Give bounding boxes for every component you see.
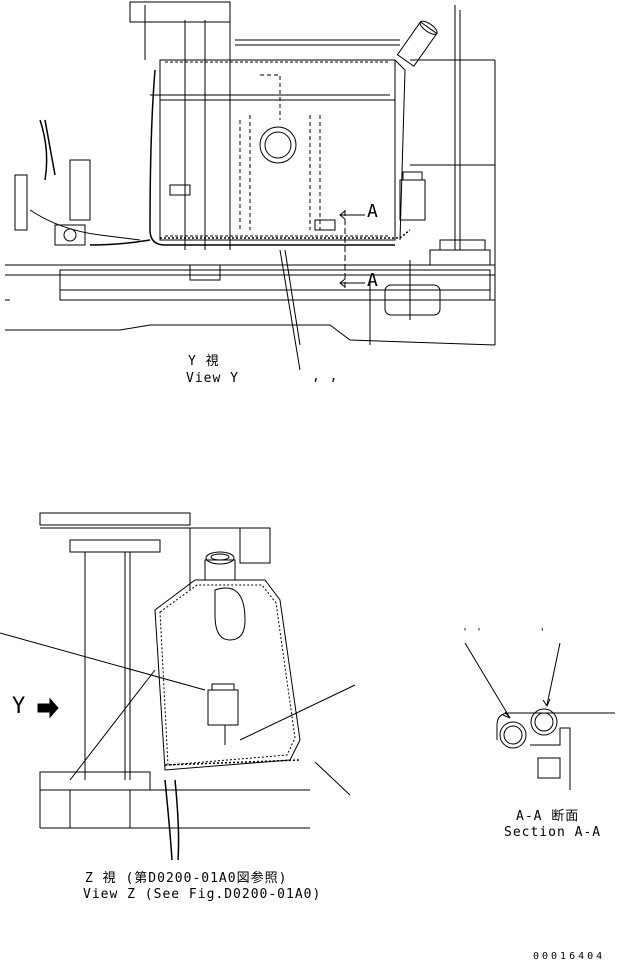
view-z-drawing [0, 512, 356, 861]
view-y-drawing [5, 1, 496, 371]
view-y-caption-jp: Y 視 [188, 354, 220, 369]
section-aa-caption-en: Section A-A [504, 825, 602, 840]
view-z-caption-en: View Z (See Fig.D0200-01A0) [83, 887, 322, 902]
section-mark-a-top: A [367, 201, 379, 222]
drawing-number: 00016404 [533, 951, 606, 962]
section-mark-a-bottom: A [367, 270, 379, 291]
view-z-caption-jp: Z 視 (第D0200-01A0図参照) [85, 871, 288, 886]
section-aa-caption-jp: A-A 断面 [516, 809, 580, 824]
view-y-caption-en: View Y [186, 371, 239, 386]
section-aa-drawing [464, 642, 615, 790]
view-y-commas: , , [312, 369, 339, 384]
section-aa-ticks: ' ' ' [462, 627, 547, 638]
view-z-arrow-label: Y [12, 694, 27, 719]
